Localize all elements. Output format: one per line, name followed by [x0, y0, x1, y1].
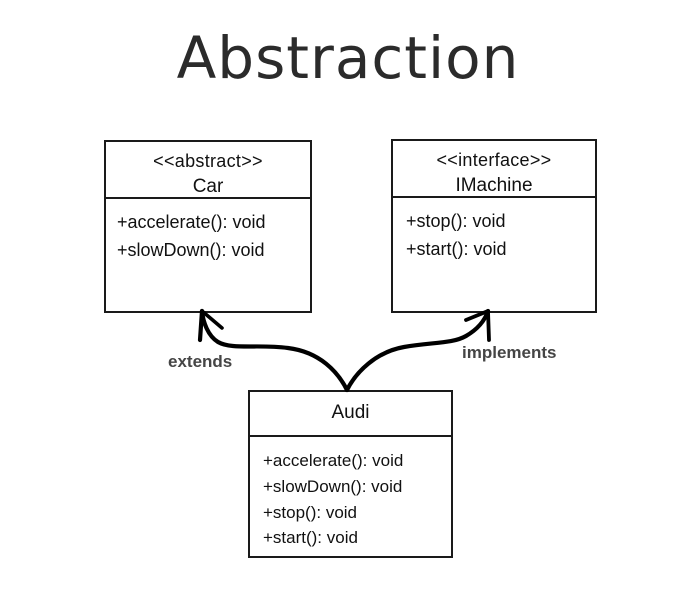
uml-class-car-name: Car — [192, 176, 224, 198]
extends-arrowhead-right — [200, 309, 224, 330]
relationship-label-implements: implements — [462, 343, 557, 362]
uml-member: +slowDown(): void — [263, 476, 403, 496]
uml-class-imachine-header: <<interface>> IMachine — [393, 141, 595, 198]
uml-member: +accelerate(): void — [117, 212, 266, 232]
relationship-label-extends: extends — [168, 352, 233, 371]
page-title: Abstraction — [176, 24, 520, 92]
uml-class-audi[interactable]: Audi +accelerate(): void +slowDown(): vo… — [248, 390, 453, 558]
uml-class-imachine[interactable]: <<interface>> IMachine +stop(): void +st… — [391, 139, 597, 313]
extends-arrowhead-left — [197, 308, 205, 343]
uml-class-car[interactable]: <<abstract>> Car +accelerate(): void +sl… — [104, 140, 312, 313]
uml-class-audi-name: Audi — [331, 402, 370, 424]
uml-class-imachine-stereotype: <<interface>> — [436, 150, 552, 170]
implements-arrowhead-right — [486, 309, 491, 342]
uml-class-audi-header: Audi — [250, 392, 451, 437]
connector-extends — [197, 308, 350, 393]
uml-class-car-stereotype: <<abstract>> — [153, 151, 263, 171]
uml-member: +slowDown(): void — [117, 240, 265, 261]
extends-line — [199, 308, 350, 393]
uml-member: +start(): void — [263, 528, 358, 548]
uml-class-imachine-name: IMachine — [455, 175, 533, 197]
uml-class-car-header: <<abstract>> Car — [106, 142, 310, 199]
uml-class-imachine-members: +stop(): void +start(): void — [393, 198, 595, 311]
uml-member: +accelerate(): void — [263, 451, 404, 470]
uml-member: +start(): void — [406, 239, 507, 260]
uml-member: +stop(): void — [406, 211, 506, 231]
uml-member: +stop(): void — [263, 502, 358, 522]
uml-class-audi-members: +accelerate(): void +slowDown(): void +s… — [250, 437, 451, 556]
uml-class-car-members: +accelerate(): void +slowDown(): void — [106, 199, 310, 311]
